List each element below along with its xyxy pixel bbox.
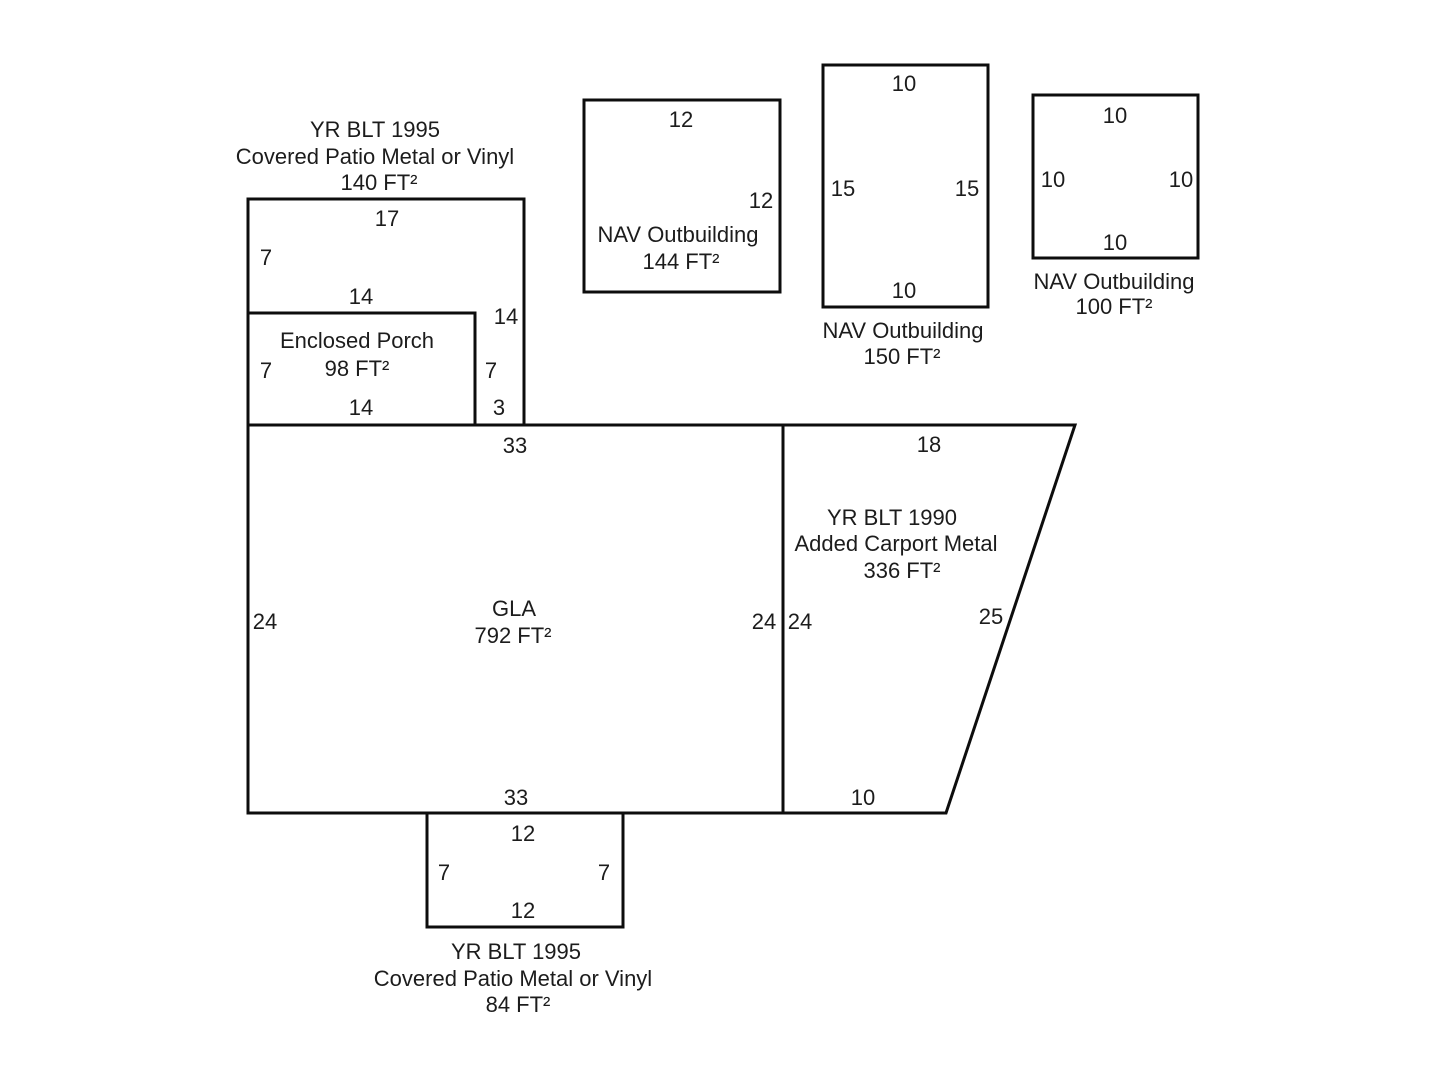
carport-dim-right: 25 <box>979 604 1003 629</box>
gla-caption-line1: GLA <box>492 596 536 621</box>
carport-caption-line3: 336 FT² <box>863 558 940 583</box>
carport-caption-line1: YR BLT 1990 <box>827 505 957 530</box>
gla-dim-right: 24 <box>752 609 776 634</box>
gla-dim-left: 24 <box>253 609 277 634</box>
covered-patio-top-dim-inner-bottom: 14 <box>349 284 373 309</box>
covered-patio-bottom-caption-line1: YR BLT 1995 <box>451 939 581 964</box>
outbuilding-150-outline <box>821 63 990 309</box>
carport-caption-line2: Added Carport Metal <box>795 531 998 556</box>
outbuilding-144-dim-top: 12 <box>669 107 693 132</box>
enclosed-porch-caption-line1: Enclosed Porch <box>280 328 434 353</box>
covered-patio-top-caption-line1: YR BLT 1995 <box>310 117 440 142</box>
outbuilding-100-dim-right: 10 <box>1169 167 1193 192</box>
covered-patio-top-dim-top: 17 <box>375 206 399 231</box>
outbuilding-150-dim-bottom: 10 <box>892 278 916 303</box>
covered-patio-top-dim-left: 7 <box>260 245 272 270</box>
covered-patio-top-caption-line2: Covered Patio Metal or Vinyl <box>236 144 514 169</box>
outbuilding-144-caption-line2: 144 FT² <box>642 249 719 274</box>
covered-patio-bottom-dim-right: 7 <box>598 860 610 885</box>
outbuilding-150-dim-left: 15 <box>831 176 855 201</box>
outbuilding-100-dim-bottom: 10 <box>1103 230 1127 255</box>
gla-dim-bottom: 33 <box>504 785 528 810</box>
covered-patio-bottom-dim-left: 7 <box>438 860 450 885</box>
outbuilding-144-caption-line1: NAV Outbuilding <box>597 222 758 247</box>
outbuilding-150-caption-line1: NAV Outbuilding <box>822 318 983 343</box>
carport-outline <box>781 423 1078 815</box>
outbuilding-144-dim-right: 12 <box>749 188 773 213</box>
outbuilding-144-outline <box>582 98 782 294</box>
covered-patio-bottom-caption-line2: Covered Patio Metal or Vinyl <box>374 966 652 991</box>
outbuilding-100-outline <box>1031 93 1200 260</box>
outbuilding-100-caption-line2: 100 FT² <box>1075 294 1152 319</box>
carport-dim-bottom: 10 <box>851 785 875 810</box>
enclosed-porch-dim-right: 7 <box>485 358 497 383</box>
outbuilding-150-caption-line2: 150 FT² <box>863 344 940 369</box>
gla-caption-line2: 792 FT² <box>474 623 551 648</box>
carport-dim-left: 24 <box>788 609 812 634</box>
covered-patio-top-caption-line3: 140 FT² <box>340 170 417 195</box>
outbuilding-150-dim-top: 10 <box>892 71 916 96</box>
covered-patio-bottom-outline <box>425 811 625 929</box>
outbuilding-100-caption-line1: NAV Outbuilding <box>1033 269 1194 294</box>
outbuilding-100-dim-left: 10 <box>1041 167 1065 192</box>
covered-patio-top-dim-right: 14 <box>494 304 518 329</box>
enclosed-porch-dim-bottom: 14 <box>349 395 373 420</box>
outbuilding-150-dim-right: 15 <box>955 176 979 201</box>
covered-patio-bottom-dim-top: 12 <box>511 821 535 846</box>
gla-dim-top: 33 <box>503 433 527 458</box>
outbuilding-100-dim-top: 10 <box>1103 103 1127 128</box>
carport-dim-top: 18 <box>917 432 941 457</box>
enclosed-porch-dim-notch-bottom: 3 <box>493 395 505 420</box>
covered-patio-bottom-dim-bottom: 12 <box>511 898 535 923</box>
enclosed-porch-caption-line2: 98 FT² <box>325 356 390 381</box>
covered-patio-bottom-caption-line3: 84 FT² <box>486 992 551 1017</box>
enclosed-porch-dim-left: 7 <box>260 358 272 383</box>
